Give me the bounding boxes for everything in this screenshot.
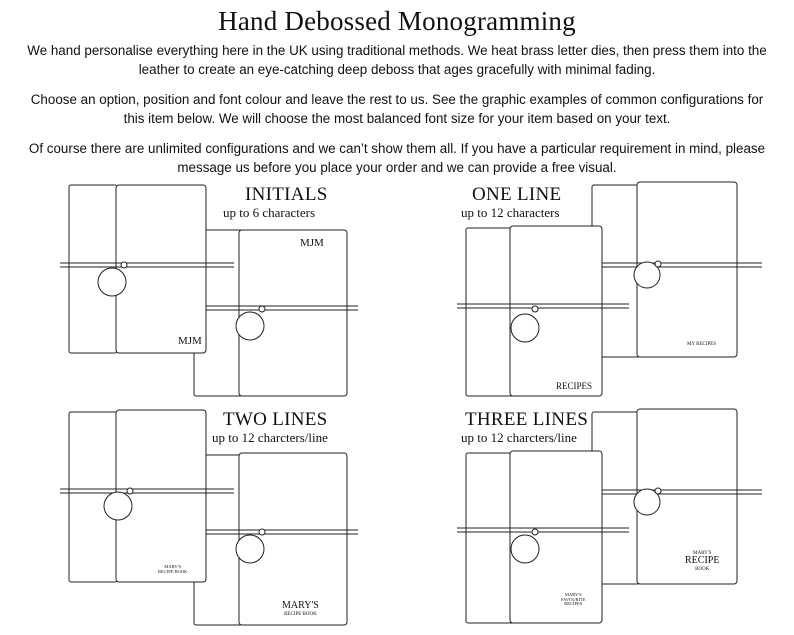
- option-one-line: ONE LINE up to 12 characters RECIPES MY …: [397, 178, 794, 405]
- option-title: THREE LINES: [465, 409, 589, 430]
- back-line-2: RECIPE BOOK: [284, 611, 317, 617]
- option-two-lines: TWO LINES up to 12 charcters/line MARY'S…: [0, 405, 397, 632]
- back-line-1: MARY'S: [693, 551, 712, 556]
- journal-illustration-initials: [60, 184, 358, 397]
- back-line-3: BOOK: [695, 566, 710, 572]
- option-three-lines: THREE LINES up to 12 charcters/line MARY…: [397, 405, 794, 632]
- front-line-1: MARY'S: [164, 564, 181, 569]
- back-monogram: MY RECIPES: [687, 342, 717, 347]
- option-limit: up to 12 charcters/line: [461, 430, 577, 445]
- front-monogram: MARY'S FAVOURITE RECIPES: [561, 592, 586, 607]
- option-title: INITIALS: [245, 184, 328, 205]
- journal-illustration-three-lines: [457, 408, 762, 624]
- back-monogram: MARY'S RECIPE BOOK: [282, 600, 319, 617]
- front-line-1: MARY'S: [565, 592, 582, 597]
- back-line-1: MARY'S: [282, 600, 319, 611]
- back-monogram: MJM: [300, 237, 324, 249]
- option-title: TWO LINES: [223, 409, 328, 430]
- front-line-2: FAVOURITE: [561, 596, 586, 602]
- front-line-2: RECIPE BOOK: [158, 568, 188, 574]
- option-limit: up to 12 characters: [461, 205, 560, 220]
- page-title: Hand Debossed Monogramming: [218, 6, 576, 36]
- back-line-2: RECIPE: [685, 555, 720, 567]
- front-monogram: MARY'S RECIPE BOOK: [158, 564, 188, 574]
- front-line-3: RECIPES: [564, 601, 583, 607]
- custom-paragraph: Of course there are unlimited configurat…: [28, 141, 766, 175]
- options-paragraph: Choose an option, position and font colo…: [30, 92, 764, 126]
- option-limit: up to 12 charcters/line: [212, 430, 328, 445]
- front-monogram: RECIPES: [556, 381, 593, 391]
- journal-illustration-two-lines: [60, 409, 358, 626]
- option-initials: INITIALS up to 6 characters MJM MJM: [0, 178, 397, 405]
- journal-illustration-one-line: [457, 181, 762, 397]
- intro-paragraph: We hand personalise everything here in t…: [27, 43, 767, 77]
- back-monogram: MARY'S RECIPE BOOK: [685, 551, 719, 572]
- option-title: ONE LINE: [472, 184, 562, 205]
- front-monogram: MJM: [178, 335, 202, 347]
- option-limit: up to 6 characters: [223, 205, 316, 220]
